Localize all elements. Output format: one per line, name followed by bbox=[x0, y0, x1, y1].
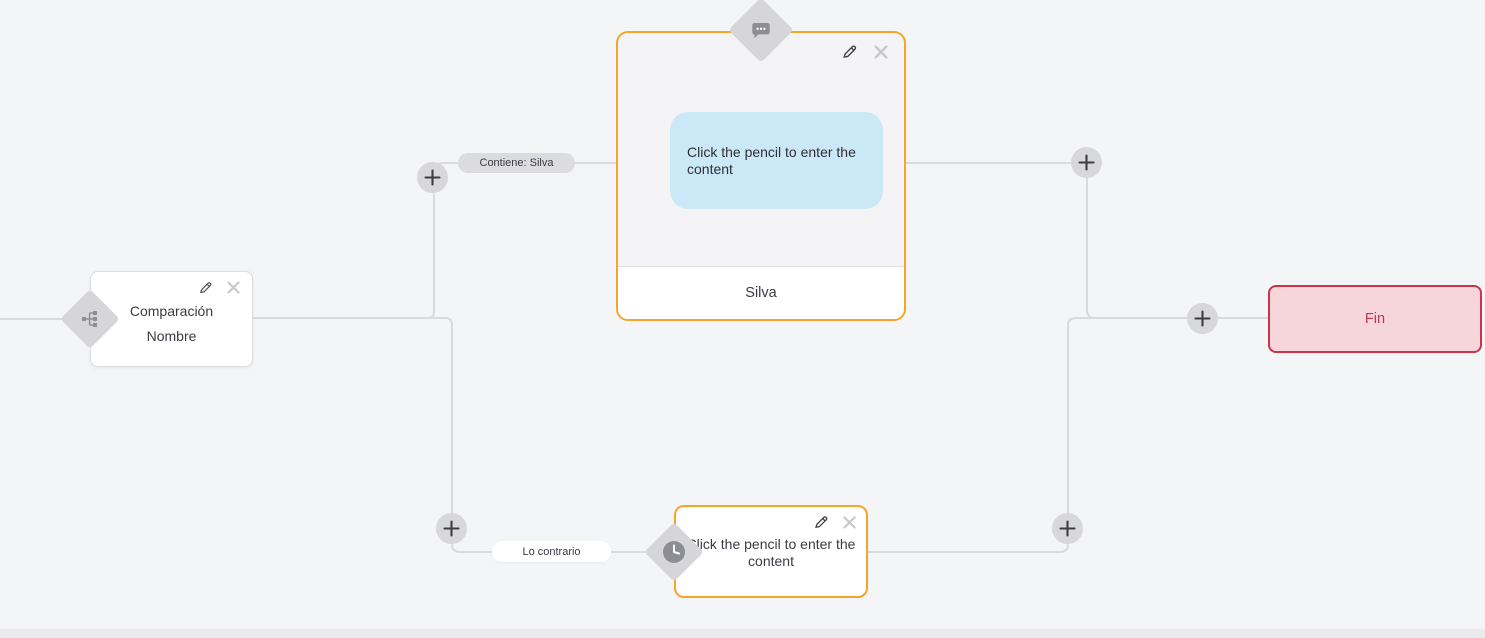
condition-title-line2: Nombre bbox=[146, 328, 197, 344]
condition-title-line1: Comparación bbox=[129, 303, 214, 319]
edge-label-otherwise: Lo contrario bbox=[492, 541, 611, 562]
close-icon bbox=[227, 281, 240, 294]
close-icon bbox=[874, 44, 888, 59]
message-preview-text: Click the pencil to enter the content bbox=[687, 143, 856, 177]
add-step-button-after-message[interactable] bbox=[1071, 147, 1102, 178]
edit-condition-button[interactable] bbox=[198, 280, 213, 295]
branch-icon bbox=[81, 310, 99, 328]
message-preview-bubble: Click the pencil to enter the content bbox=[670, 112, 883, 209]
edit-message-button[interactable] bbox=[841, 43, 858, 60]
message-node-footer: Silva bbox=[618, 266, 904, 319]
end-node[interactable]: Fin bbox=[1268, 285, 1482, 353]
action-node-diamond bbox=[644, 522, 704, 582]
end-node-label: Fin bbox=[1364, 311, 1386, 327]
plus-icon bbox=[1194, 310, 1211, 327]
edge-branch-otherwise bbox=[253, 317, 662, 553]
canvas-bottom-strip bbox=[0, 629, 1485, 638]
add-step-button-branch-otherwise[interactable] bbox=[436, 513, 467, 544]
delete-message-button[interactable] bbox=[874, 44, 888, 59]
action-node-text: Click the pencil to enter the content bbox=[686, 536, 856, 569]
condition-node[interactable]: Comparación Nombre bbox=[60, 271, 253, 367]
edge-action-to-end bbox=[866, 317, 1200, 553]
plus-icon bbox=[443, 520, 460, 537]
plus-icon bbox=[1078, 154, 1095, 171]
condition-node-title: Comparación Nombre bbox=[91, 299, 252, 349]
edge-message-to-end bbox=[904, 162, 1270, 319]
plus-icon bbox=[1059, 520, 1076, 537]
add-step-button-after-action[interactable] bbox=[1052, 513, 1083, 544]
delete-condition-button[interactable] bbox=[227, 281, 240, 294]
edge-label-contains-text: Contiene: Silva bbox=[479, 157, 554, 169]
edge-label-otherwise-text: Lo contrario bbox=[522, 545, 581, 558]
action-node[interactable]: Click the pencil to enter the content bbox=[644, 505, 868, 598]
condition-node-diamond bbox=[60, 289, 120, 349]
edit-action-button[interactable] bbox=[813, 514, 829, 530]
add-step-button-branch-contains[interactable] bbox=[417, 162, 448, 193]
pencil-icon bbox=[843, 45, 857, 58]
message-node[interactable]: Click the pencil to enter the content Si… bbox=[616, 0, 906, 321]
add-step-button-before-end[interactable] bbox=[1187, 303, 1218, 334]
close-icon bbox=[843, 515, 856, 529]
delete-action-button[interactable] bbox=[843, 515, 856, 529]
edge-label-contains: Contiene: Silva bbox=[458, 153, 575, 173]
plus-icon bbox=[424, 169, 441, 186]
chat-bubble-icon bbox=[749, 18, 773, 42]
message-node-name: Silva bbox=[745, 285, 777, 301]
pencil-icon bbox=[815, 516, 828, 528]
pencil-icon bbox=[199, 282, 212, 294]
message-node-diamond bbox=[728, 0, 794, 63]
clock-icon bbox=[662, 540, 686, 564]
